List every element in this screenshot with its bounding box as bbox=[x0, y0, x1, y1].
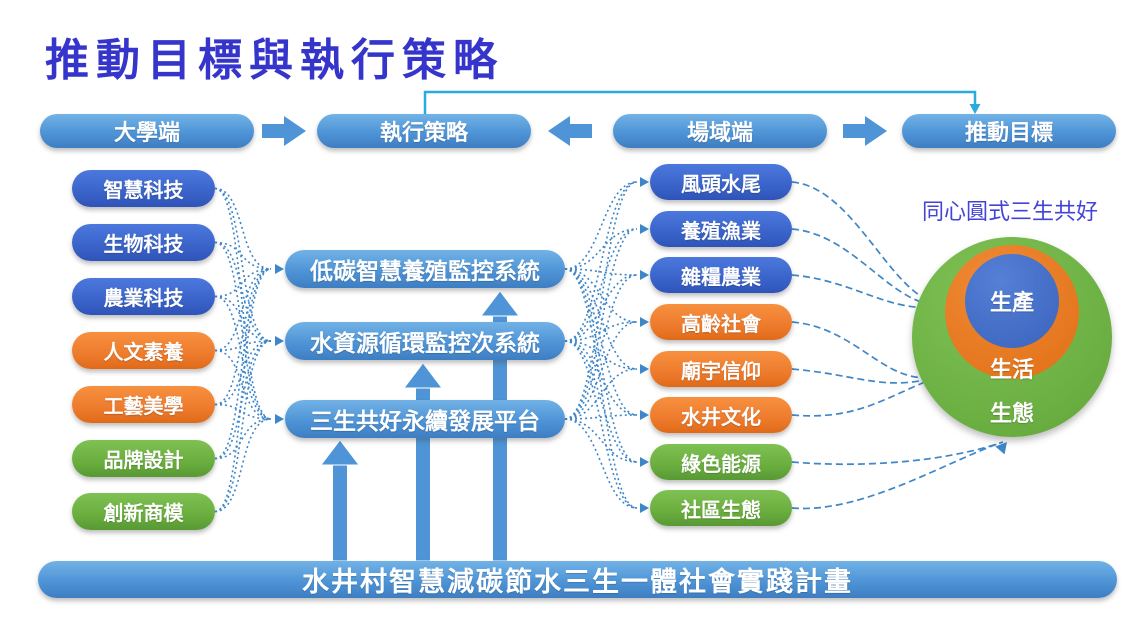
link-strategy-field bbox=[564, 418, 638, 509]
field-pill-5: 廟宇信仰 bbox=[650, 351, 792, 387]
arrowhead-icon bbox=[275, 414, 284, 424]
flow-arrow-right-icon bbox=[843, 116, 887, 146]
link-strategy-field bbox=[564, 321, 638, 420]
header-pill-strategy: 執行策略 bbox=[317, 114, 531, 148]
university-pill-4: 人文素養 bbox=[72, 332, 215, 369]
link-field-ring bbox=[791, 441, 1004, 466]
link-strategy-field bbox=[564, 181, 638, 342]
link-university-strategy bbox=[214, 418, 272, 460]
header-pill-university: 大學端 bbox=[40, 114, 254, 148]
link-strategy-field bbox=[564, 321, 638, 342]
link-strategy-goal bbox=[423, 90, 977, 114]
arrowhead-icon bbox=[640, 224, 649, 234]
link-strategy-field bbox=[564, 268, 638, 276]
link-strategy-field bbox=[564, 340, 638, 416]
link-university-strategy bbox=[214, 418, 272, 513]
link-university-strategy bbox=[214, 241, 272, 270]
link-university-strategy bbox=[214, 187, 272, 270]
link-strategy-field bbox=[564, 268, 638, 416]
link-university-strategy bbox=[214, 349, 272, 420]
link-field-ring bbox=[791, 373, 947, 417]
arrowhead-icon bbox=[640, 364, 649, 374]
link-strategy-field bbox=[564, 181, 638, 420]
field-pill-1: 風頭水尾 bbox=[650, 164, 792, 200]
link-strategy-field bbox=[564, 228, 638, 342]
arrowhead-icon bbox=[640, 503, 649, 513]
link-strategy-field bbox=[564, 268, 638, 323]
ring-label-life: 生活 bbox=[989, 357, 1034, 382]
strategy-pill-2: 水資源循環監控次系統 bbox=[285, 322, 565, 360]
link-university-strategy bbox=[214, 340, 272, 406]
field-pill-6: 水井文化 bbox=[650, 397, 792, 433]
page-title: 推動目標與執行策略 bbox=[45, 36, 504, 85]
strategy-pill-3: 三生共好永續發展平台 bbox=[285, 400, 565, 438]
link-strategy-field bbox=[564, 228, 638, 420]
link-strategy-field bbox=[564, 274, 638, 342]
link-strategy-field bbox=[564, 418, 638, 463]
university-pill-7: 創新商模 bbox=[72, 493, 215, 530]
university-pill-6: 品牌設計 bbox=[72, 440, 215, 477]
field-pill-3: 雜糧農業 bbox=[650, 257, 792, 293]
link-university-strategy bbox=[214, 268, 272, 460]
flow-arrow-right-icon bbox=[262, 116, 306, 146]
link-university-strategy bbox=[214, 241, 272, 342]
link-strategy-field bbox=[564, 268, 638, 370]
arrowhead-icon bbox=[640, 457, 649, 467]
link-university-strategy bbox=[214, 340, 272, 460]
concentric-caption: 同心圓式三生共好 bbox=[921, 199, 1098, 224]
arrowhead-icon bbox=[640, 410, 649, 420]
upward-arrow-shaft bbox=[332, 463, 348, 562]
ring-label-ecology: 生態 bbox=[989, 401, 1034, 426]
link-university-strategy bbox=[214, 403, 272, 420]
upward-arrow-head-icon bbox=[319, 439, 361, 466]
field-pill-4: 高齡社會 bbox=[650, 304, 792, 340]
ring-label-production: 生產 bbox=[989, 290, 1034, 315]
ring-production: 生產 bbox=[965, 254, 1059, 348]
link-university-strategy bbox=[214, 268, 272, 298]
flow-arrow-left-icon bbox=[548, 116, 592, 146]
link-strategy-field bbox=[564, 340, 638, 509]
upward-arrow-head-icon bbox=[479, 290, 521, 317]
header-pill-field: 場域端 bbox=[613, 114, 827, 148]
bottom-banner: 水井村智慧減碳節水三生一體社會實踐計畫 bbox=[38, 561, 1117, 598]
link-strategy-field bbox=[564, 268, 638, 463]
header-pill-goal: 推動目標 bbox=[902, 114, 1116, 148]
link-university-strategy bbox=[214, 241, 272, 420]
link-field-ring bbox=[791, 441, 1004, 510]
link-university-strategy bbox=[214, 187, 272, 420]
university-pill-2: 生物科技 bbox=[72, 224, 215, 261]
university-pill-3: 農業科技 bbox=[72, 278, 215, 315]
link-strategy-field bbox=[564, 368, 638, 420]
link-strategy-goal-arrowhead-icon bbox=[969, 104, 981, 114]
link-university-strategy bbox=[214, 268, 272, 513]
link-strategy-field bbox=[564, 414, 638, 420]
upward-arrow-head-icon bbox=[402, 362, 444, 389]
link-strategy-field bbox=[564, 274, 638, 420]
link-strategy-field bbox=[564, 340, 638, 463]
link-university-strategy bbox=[214, 295, 272, 420]
link-university-strategy bbox=[214, 340, 272, 513]
link-strategy-field bbox=[564, 181, 638, 270]
field-pill-2: 養殖漁業 bbox=[650, 211, 792, 247]
link-field-ring bbox=[791, 228, 957, 306]
arrowhead-icon bbox=[640, 317, 649, 327]
link-university-strategy bbox=[214, 295, 272, 342]
link-strategy-field bbox=[564, 228, 638, 270]
arrowhead-icon bbox=[275, 336, 284, 346]
field-pill-7: 綠色能源 bbox=[650, 444, 792, 480]
field-pill-8: 社區生態 bbox=[650, 490, 792, 526]
link-university-strategy bbox=[214, 268, 272, 352]
university-pill-1: 智慧科技 bbox=[72, 170, 215, 207]
arrowhead-icon bbox=[995, 442, 1007, 455]
strategy-pill-1: 低碳智慧養殖監控系統 bbox=[285, 250, 565, 288]
arrowhead-icon bbox=[275, 264, 284, 274]
arrowhead-icon bbox=[640, 177, 649, 187]
arrowhead-icon bbox=[640, 270, 649, 280]
link-university-strategy bbox=[214, 268, 272, 406]
link-strategy-field bbox=[564, 268, 638, 509]
university-pill-5: 工藝美學 bbox=[72, 386, 215, 423]
